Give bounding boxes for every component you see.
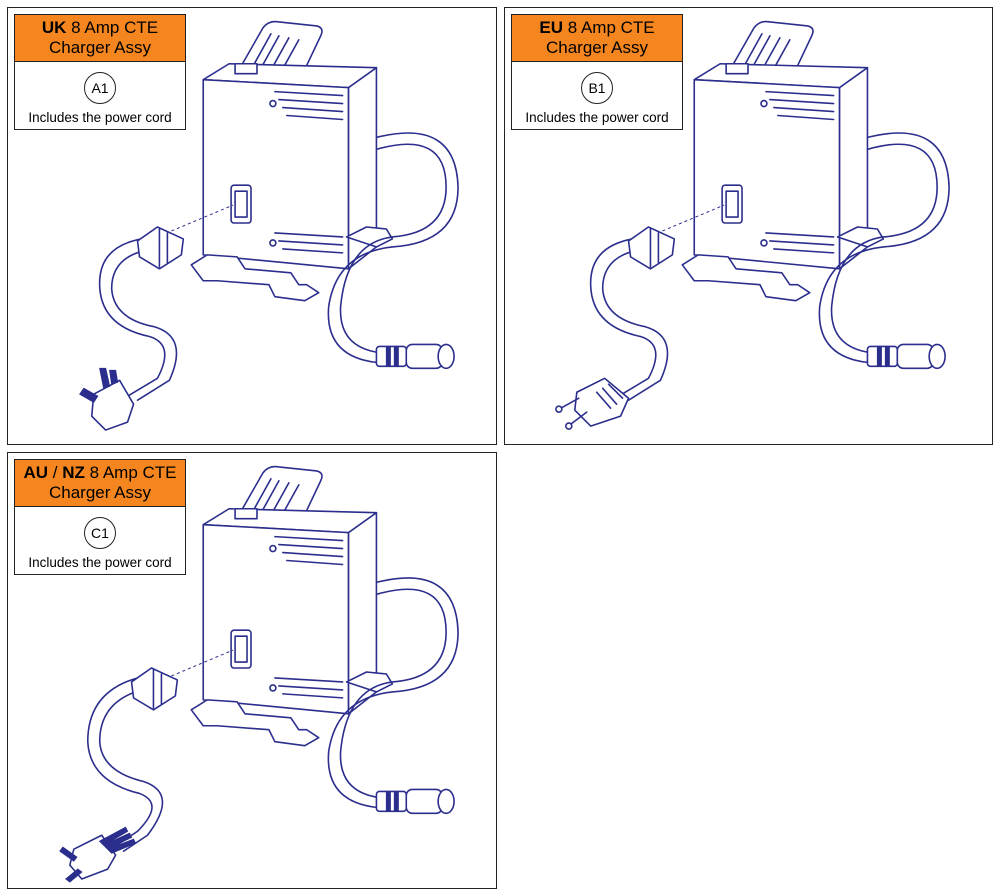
panel-uk-charger: UK 8 Amp CTE Charger Assy A1 Includes th… (7, 7, 497, 445)
iec-connector-icon (627, 226, 676, 270)
charger-illustration (59, 465, 459, 883)
part-title: EU 8 Amp CTE Charger Assy (512, 15, 682, 62)
title-rest: 8 Amp CTE (66, 18, 159, 37)
includes-note: Includes the power cord (28, 110, 172, 125)
region-label: UK (41, 18, 67, 37)
title-line2: Charger Assy (545, 38, 649, 57)
iec-connector-icon (136, 226, 185, 270)
eu-schuko-plug-icon (555, 377, 630, 430)
region-separator: / (48, 463, 63, 482)
uk-plug-icon (79, 367, 135, 431)
panel-eu-charger: EU 8 Amp CTE Charger Assy B1 Includes th… (504, 7, 993, 445)
charger-body (190, 20, 394, 302)
xlr-connector-icon (375, 343, 455, 370)
title-rest: 8 Amp CTE (84, 463, 177, 482)
title-rest: 8 Amp CTE (562, 18, 655, 37)
callout-badge: C1 (84, 517, 116, 549)
xlr-connector-icon (866, 343, 946, 370)
includes-note: Includes the power cord (525, 110, 669, 125)
part-label: AU / NZ 8 Amp CTE Charger Assy C1 Includ… (14, 459, 186, 575)
charger-body (190, 465, 394, 747)
part-label: EU 8 Amp CTE Charger Assy B1 Includes th… (511, 14, 683, 130)
xlr-connector-icon (375, 788, 455, 815)
iec-connector-icon (130, 667, 179, 711)
callout-badge: B1 (581, 72, 613, 104)
panel-au-nz-charger: AU / NZ 8 Amp CTE Charger Assy C1 Includ… (7, 452, 497, 889)
part-label: UK 8 Amp CTE Charger Assy A1 Includes th… (14, 14, 186, 130)
region-label-2: NZ (62, 463, 85, 482)
part-title: UK 8 Amp CTE Charger Assy (15, 15, 185, 62)
region-label: EU (539, 18, 563, 37)
includes-note: Includes the power cord (28, 555, 172, 570)
region-label: AU (23, 463, 49, 482)
title-line2: Charger Assy (48, 38, 152, 57)
au-nz-plug-icon (59, 826, 137, 883)
title-line2: Charger Assy (48, 483, 152, 502)
callout-badge: A1 (84, 72, 116, 104)
charger-illustration (555, 20, 950, 430)
charger-body (681, 20, 885, 302)
charger-illustration (79, 20, 459, 431)
part-title: AU / NZ 8 Amp CTE Charger Assy (15, 460, 185, 507)
